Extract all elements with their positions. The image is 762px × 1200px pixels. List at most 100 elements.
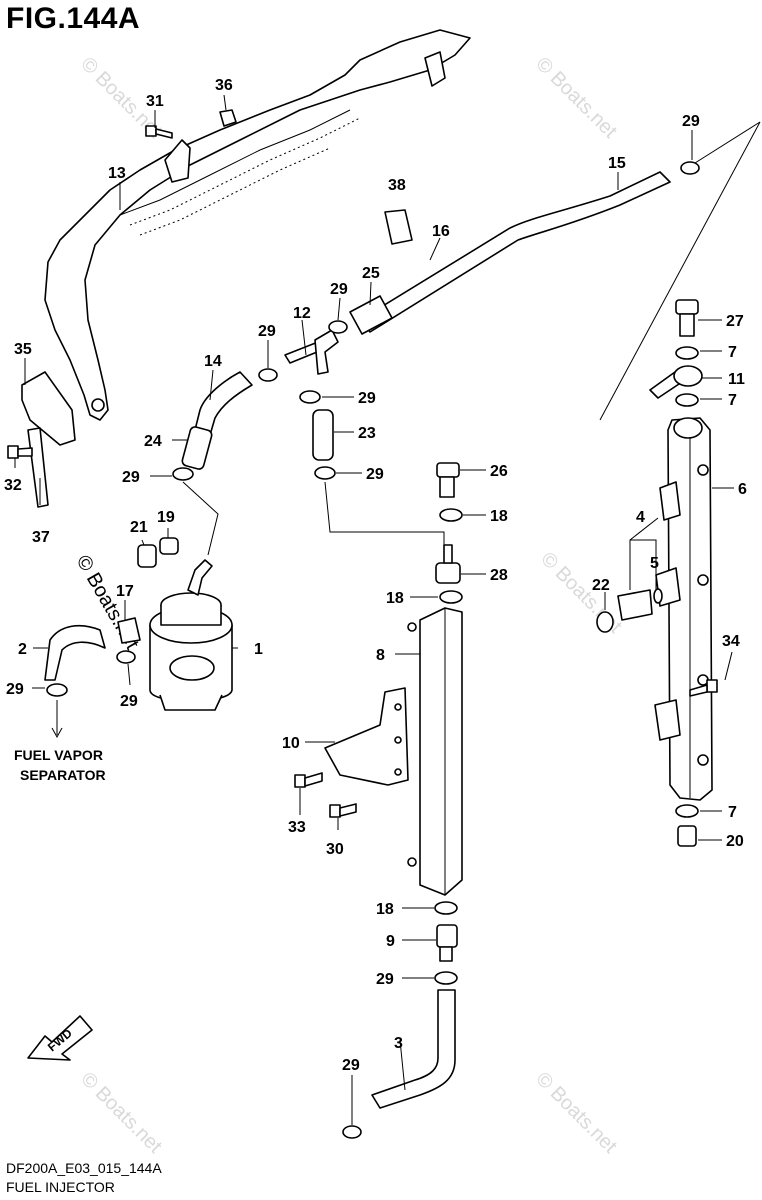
part-28-fitting (435, 544, 461, 584)
part-2-hose (44, 624, 106, 681)
part-26-bolt (436, 462, 460, 498)
part-17-connector (117, 617, 141, 644)
part-6-fuel-rail (654, 417, 713, 801)
part-5-o-ring (653, 588, 663, 604)
callout-29: 29 (6, 681, 24, 698)
callout-29: 29 (366, 466, 384, 483)
callout-37: 37 (32, 529, 50, 546)
callout-34: 34 (722, 633, 740, 650)
callout-29: 29 (376, 971, 394, 988)
part-29-clamp (258, 320, 348, 480)
callout-29: 29 (330, 281, 348, 298)
part-29-clamp (680, 161, 700, 175)
watermark: © Boats.net (76, 1068, 166, 1158)
callout-7: 7 (728, 344, 737, 361)
callout-7: 7 (728, 392, 737, 409)
callout-27: 27 (726, 313, 744, 330)
connection-lines (182, 481, 445, 556)
callout-5: 5 (650, 555, 659, 572)
part-21-grommet (137, 544, 157, 568)
callout-13: 13 (108, 165, 126, 182)
callout-30: 30 (326, 841, 344, 858)
leader-lines (14, 94, 734, 1125)
part-16-hose (349, 171, 671, 335)
part-34-bolt (689, 679, 718, 697)
callout-1: 1 (254, 641, 263, 658)
part-18-washer (434, 508, 463, 915)
callout-29: 29 (120, 693, 138, 710)
callout-10: 10 (282, 735, 300, 752)
watermark: © Boats.net (531, 53, 621, 143)
callout-36: 36 (215, 77, 233, 94)
callouts: 13 31 36 35 32 37 14 24 29 29 12 29 25 1… (4, 77, 747, 1074)
callout-16: 16 (432, 223, 450, 240)
part-37-strap (27, 427, 49, 508)
callout-22: 22 (592, 577, 610, 594)
callout-38: 38 (388, 177, 406, 194)
callout-25: 25 (362, 265, 380, 282)
callout-8: 8 (376, 647, 385, 664)
callout-19: 19 (157, 509, 175, 526)
guide-lines (599, 121, 761, 421)
callout-7: 7 (728, 804, 737, 821)
part-29-clamp (172, 467, 194, 481)
callout-14: 14 (204, 353, 222, 370)
diagram-code: DF200A_E03_015_144A (6, 1160, 162, 1176)
callout-29: 29 (358, 390, 376, 407)
callout-28: 28 (490, 567, 508, 584)
part-12-tee (284, 329, 339, 375)
callout-31: 31 (146, 93, 164, 110)
callout-4: 4 (636, 509, 645, 526)
part-1-filter (149, 559, 233, 711)
part-35-bracket (21, 371, 76, 446)
part-4-injector (596, 589, 653, 633)
callout-18: 18 (490, 508, 508, 525)
callout-12: 12 (293, 305, 311, 322)
part-9-fitting (436, 924, 458, 962)
callout-17: 17 (116, 583, 134, 600)
part-32-bolt (7, 445, 33, 459)
callout-21: 21 (130, 519, 148, 536)
part-38-clip (384, 209, 413, 245)
part-11-union (649, 365, 703, 399)
part-33-bolt (294, 772, 323, 788)
part-31-bolt (145, 125, 173, 139)
callout-9: 9 (386, 933, 395, 950)
callout-20: 20 (726, 833, 744, 850)
callout-3: 3 (394, 1035, 403, 1052)
callout-11: 11 (728, 371, 745, 388)
callout-15: 15 (608, 155, 626, 172)
callout-18: 18 (386, 590, 404, 607)
callout-29: 29 (682, 113, 700, 130)
part-30-bolt (329, 803, 357, 818)
fwd-arrow: FWD (27, 1015, 93, 1061)
part-8-delivery-pipe (407, 607, 463, 896)
part-3-hose (371, 989, 456, 1109)
figure-title: FIG.144A (6, 2, 141, 35)
callout-18: 18 (376, 901, 394, 918)
callout-29: 29 (122, 469, 140, 486)
callout-33: 33 (288, 819, 306, 836)
part-29-clamp (342, 971, 458, 1139)
fuel-vapor-note-line1: FUEL VAPOR (14, 747, 103, 763)
diagram-name: FUEL INJECTOR (6, 1179, 115, 1195)
callout-29: 29 (342, 1057, 360, 1074)
part-19-cap (159, 537, 179, 555)
part-13-cover (44, 29, 471, 421)
watermark: © Boats.net (531, 1068, 621, 1158)
callout-29: 29 (258, 323, 276, 340)
part-23-hose (312, 409, 334, 461)
part-14-hose (194, 371, 253, 436)
fuel-vapor-arrow (51, 700, 63, 739)
callout-32: 32 (4, 477, 22, 494)
callout-23: 23 (358, 425, 376, 442)
part-7-washer (675, 346, 699, 818)
fuel-vapor-note-line2: SEPARATOR (20, 767, 106, 783)
part-24-pipe (181, 426, 213, 470)
callout-35: 35 (14, 341, 32, 358)
callout-6: 6 (738, 481, 747, 498)
callout-26: 26 (490, 463, 508, 480)
part-10-bracket (324, 687, 409, 786)
callout-2: 2 (18, 641, 27, 658)
